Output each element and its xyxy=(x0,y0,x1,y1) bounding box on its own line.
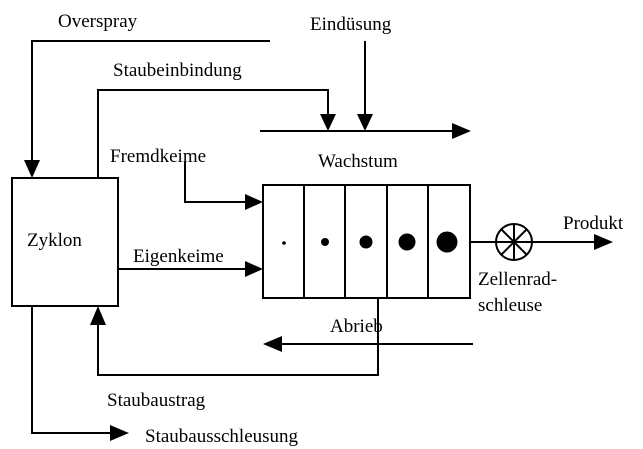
growth-chamber xyxy=(262,184,471,299)
abrieb-label: Abrieb xyxy=(330,316,383,337)
staubeinbindung-flow xyxy=(97,89,336,178)
staubaustrag-arrowhead xyxy=(90,306,106,325)
zellenrad-label-line1: Zellenrad- xyxy=(478,269,557,290)
staubeinbindung-label: Staubeinbindung xyxy=(113,60,242,81)
zyklon-label: Zyklon xyxy=(27,230,82,251)
rotary-valve-icon xyxy=(470,223,533,261)
staubausschleusung-label: Staubausschleusung xyxy=(145,426,299,447)
staubaustrag-flow xyxy=(90,298,379,376)
eindusung-label: Eindüsung xyxy=(310,14,392,35)
eindusung-flow xyxy=(357,41,373,131)
growth-line xyxy=(260,123,471,139)
produkt-arrowhead xyxy=(594,234,613,250)
particle xyxy=(398,233,416,251)
eindusung-arrowhead xyxy=(357,114,373,131)
produkt-label: Produkt xyxy=(563,213,624,234)
overspray-flow xyxy=(24,40,270,178)
fremdkeime-flow xyxy=(184,162,263,210)
growth-arrowhead xyxy=(452,123,471,139)
overspray-label: Overspray xyxy=(58,11,138,32)
fremdkeime-label: Fremdkeime xyxy=(110,146,206,167)
eigenkeime-flow xyxy=(118,261,263,277)
produkt-flow xyxy=(532,234,613,250)
staubausschleusung-arrowhead xyxy=(110,425,129,441)
staubaustrag-label: Staubaustrag xyxy=(107,390,206,411)
staubeinbindung-arrowhead xyxy=(320,114,336,131)
abrieb-arrowhead xyxy=(263,336,282,352)
particle xyxy=(436,231,458,253)
particle xyxy=(321,238,329,246)
particle xyxy=(282,241,286,245)
wachstum-label: Wachstum xyxy=(318,151,398,172)
overspray-arrowhead xyxy=(24,160,40,178)
fremdkeime-arrowhead xyxy=(245,194,263,210)
eigenkeime-label: Eigenkeime xyxy=(133,246,224,267)
eigenkeime-arrowhead xyxy=(245,261,263,277)
particle xyxy=(359,235,373,249)
zellenrad-label-line2: schleuse xyxy=(478,295,542,316)
staubausschleusung-flow xyxy=(31,306,129,441)
zyklon-box xyxy=(11,177,119,307)
abrieb-flow xyxy=(263,336,473,352)
